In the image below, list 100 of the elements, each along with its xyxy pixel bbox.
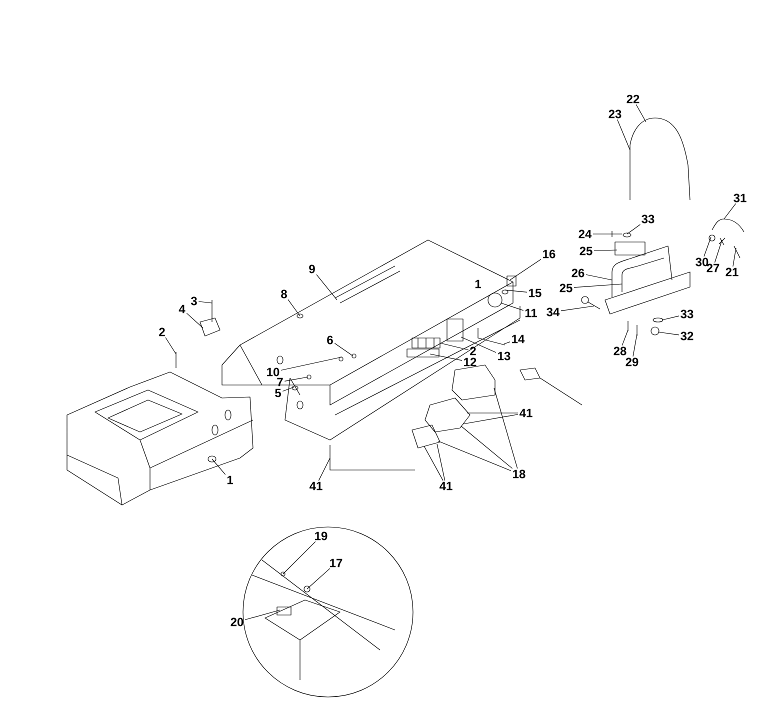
leader-line	[212, 458, 226, 475]
callout-number: 32	[680, 332, 694, 340]
clip-wire	[712, 218, 744, 232]
leader-line	[636, 104, 646, 122]
washer	[292, 386, 298, 390]
rail-bracket	[478, 328, 506, 346]
leader-line	[504, 290, 528, 292]
callout-number: 33	[642, 214, 654, 224]
mount-bracket	[446, 318, 464, 342]
leader-line	[198, 301, 212, 304]
callout-number: 20	[230, 618, 244, 626]
leader-line	[436, 444, 446, 481]
leader-line	[165, 337, 176, 354]
callout-number: 16	[543, 250, 556, 258]
callout-number: 17	[330, 558, 342, 568]
nut	[650, 326, 660, 336]
callout-number: 33	[680, 310, 694, 318]
leader-line	[714, 240, 722, 263]
callout-number: 21	[726, 268, 738, 276]
bolt	[352, 354, 356, 358]
leader-line	[282, 541, 316, 574]
callout-number: 41	[440, 482, 452, 490]
callout-number: 15	[529, 288, 542, 298]
heater-base	[406, 348, 440, 358]
callout-number: 3	[190, 296, 197, 306]
leader-line	[318, 458, 330, 481]
seat-pad	[412, 424, 440, 448]
rivet	[306, 374, 312, 380]
leader-line	[617, 119, 630, 150]
leader-line	[438, 440, 512, 472]
leader-line	[704, 236, 712, 257]
callout-number: 25	[560, 284, 572, 292]
callout-number: 26	[572, 268, 584, 278]
washer	[502, 290, 508, 294]
callout-number: 12	[464, 358, 476, 366]
leader-line	[440, 342, 469, 350]
backrest-drawing	[630, 118, 690, 200]
leader-line	[460, 336, 496, 353]
leader-line	[284, 376, 308, 382]
callout-number: 30	[696, 258, 708, 266]
callout-number: 19	[315, 532, 328, 540]
washer	[652, 318, 664, 322]
leader-line	[622, 330, 628, 346]
bracket	[506, 276, 516, 286]
leader-line	[462, 414, 518, 424]
seat-pad	[452, 364, 496, 400]
leader-line	[586, 274, 612, 280]
rail-strip-drawing	[334, 266, 400, 304]
callout-number: 27	[706, 264, 720, 272]
leader-line	[288, 299, 300, 316]
fastener	[304, 586, 310, 592]
callout-number: 1	[227, 476, 233, 484]
pin-drawing	[612, 230, 622, 238]
callout-number: 2	[159, 328, 165, 336]
clamp	[200, 318, 220, 336]
callout-number: 1	[475, 280, 481, 288]
leader-line	[430, 354, 462, 361]
rivet	[338, 356, 344, 362]
callout-number: 24	[578, 230, 592, 238]
leader-line	[724, 203, 736, 220]
leader-line	[626, 224, 641, 234]
callout-number: 18	[513, 470, 526, 478]
leader-line	[424, 446, 444, 481]
callout-number: 11	[525, 308, 537, 318]
callout-number: 2	[470, 346, 476, 356]
callout-number: 13	[498, 352, 510, 360]
plate	[276, 606, 292, 616]
callout-number: 41	[310, 482, 322, 490]
leader-line	[334, 342, 354, 356]
callout-number: 31	[734, 194, 746, 202]
strap	[614, 242, 646, 256]
hole	[208, 456, 216, 462]
leader-line	[282, 386, 294, 392]
spacer	[708, 234, 716, 242]
skid-drawing	[330, 444, 416, 470]
callout-number: 14	[512, 334, 525, 344]
bolt-drawing	[581, 296, 600, 310]
callout-number: 41	[520, 408, 532, 418]
callout-number: 25	[580, 246, 592, 256]
callout-number: 22	[626, 94, 640, 104]
leader-line	[560, 306, 594, 312]
clamp-drawing	[718, 238, 726, 246]
callout-number: 5	[275, 388, 281, 398]
rivet	[280, 572, 286, 576]
leader-line	[244, 610, 280, 620]
callout-number: 23	[608, 110, 622, 118]
leader-line	[460, 426, 513, 469]
leader-line	[632, 334, 638, 357]
callout-number: 8	[281, 290, 287, 298]
leader-line	[280, 356, 342, 371]
hole	[296, 314, 304, 318]
leader-line	[658, 332, 680, 336]
leader-line	[574, 284, 622, 288]
callout-number: 7	[277, 378, 283, 386]
leader-line	[510, 259, 542, 280]
leader-line	[662, 316, 680, 320]
plate	[488, 292, 502, 308]
leader-line	[494, 388, 518, 469]
leader-line	[316, 274, 338, 300]
callout-number: 6	[327, 336, 333, 344]
